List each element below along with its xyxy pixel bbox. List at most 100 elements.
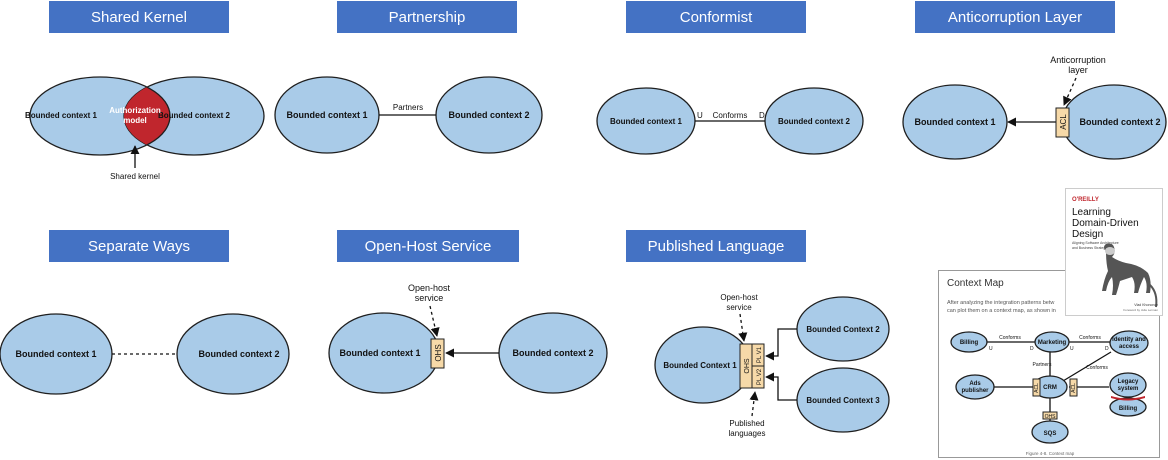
cm-edge-d2: D (1105, 346, 1109, 352)
ohs-bc2-label: Bounded context 2 (512, 348, 593, 358)
acl-box (1055, 107, 1070, 138)
context-map-page: Context Map After analyzing the integrat… (938, 270, 1160, 458)
book-cover: O'REILLY Learning Domain-Driven Design A… (1065, 188, 1163, 316)
cm-node-identity (1109, 330, 1149, 356)
context-map-canvas: Context Map After analyzing the integrat… (947, 278, 1149, 456)
acl-bc2-label: Bounded context 2 (1079, 117, 1160, 127)
pl-pointer-line2: service (726, 303, 752, 312)
context-map-title: Context Map (947, 278, 1004, 289)
pl-box-plv1-label: PL V1 (757, 346, 763, 363)
cm-label-identity-line1: Identity and (1112, 337, 1146, 343)
cm-edge-conforms2: Conforms (1079, 335, 1101, 341)
book-publisher: O'REILLY (1072, 197, 1099, 203)
context-map-caption: Figure 4-8. Context map (1026, 451, 1075, 456)
separate-ways-bc1-label: Bounded context 1 (15, 349, 96, 359)
conformist-downstream-label: D (759, 111, 765, 120)
cm-edge-conforms1: Conforms (999, 335, 1021, 341)
book-cover-canvas: O'REILLY Learning Domain-Driven Design A… (1066, 189, 1162, 315)
cm-node-billing (950, 331, 988, 353)
cm-node-ads (955, 374, 995, 400)
cm-node-marketing (1034, 331, 1070, 353)
cm-edge-u1: U (989, 346, 993, 352)
header-open-host-service: Open-Host Service (337, 230, 519, 262)
header-shared-kernel: Shared Kernel (49, 1, 229, 33)
book-subtitle-line2: and Business Strategy (1072, 246, 1107, 250)
context-map-text-line1: After analyzing the integration patterns… (947, 300, 1054, 306)
shared-kernel-bc1-label: Bounded context 1 (25, 111, 98, 120)
pl-pointer-line1: Open-host (720, 293, 758, 302)
pl-box-plv2 (751, 365, 765, 389)
cm-edge-conforms3: Conforms (1086, 365, 1108, 371)
shared-kernel-overlap (124, 77, 171, 155)
cm-edge-acl1: ACL (1034, 383, 1040, 393)
conformist-diagram: Conforms U D Bounded context 1 Bounded c… (596, 87, 864, 155)
cm-label-marketing: Marketing (1038, 340, 1067, 346)
shared-kernel-bc2-label: Bounded context 2 (158, 111, 231, 120)
partnership-bc1-label: Bounded context 1 (286, 110, 367, 120)
acl-bc1 (902, 84, 1008, 160)
context-map-text-line2: can plot them on a context map, as shown… (947, 308, 1056, 314)
conformist-bc2-label: Bounded context 2 (778, 117, 851, 126)
conformist-upstream-label: U (697, 111, 703, 120)
cm-edge-u2: U (1070, 346, 1074, 352)
partnership-diagram: Partners Bounded context 1 Bounded conte… (274, 76, 543, 154)
pl-box-ohs-label: OHS (744, 358, 751, 374)
pl-bc1-label: Bounded Context 1 (663, 361, 737, 370)
acl-pointer-line1: Anticorruption (1050, 55, 1106, 65)
cm-label-billing: Billing (960, 340, 979, 346)
shared-kernel-center-line1: Authorization (109, 106, 161, 115)
cm-label-identity-line2: access (1119, 344, 1140, 350)
ohs-bc1-label: Bounded context 1 (339, 348, 420, 358)
partnership-bc2-label: Bounded context 2 (448, 110, 529, 120)
acl-bc1-label: Bounded context 1 (914, 117, 995, 127)
cm-node-billing2 (1109, 397, 1147, 417)
book-foreword: Foreword by Julie Lerman (1123, 308, 1158, 312)
separate-ways-bc2 (176, 313, 290, 395)
separate-ways-diagram: Bounded context 1 Bounded context 2 (0, 313, 290, 395)
acl-box-label: ACL (1059, 114, 1068, 130)
pl-bottom-line1: Published (729, 419, 764, 428)
cm-label-billing2: Billing (1119, 406, 1138, 412)
book-title-line3: Design (1072, 229, 1103, 240)
separate-ways-bc2-label: Bounded context 2 (198, 349, 279, 359)
shared-kernel-pointer-label: Shared kernel (110, 172, 160, 181)
cm-label-legacy-line1: Legacy (1118, 379, 1139, 385)
partnership-relation-label: Partners (393, 103, 423, 112)
ohs-box-label: OHS (434, 344, 443, 361)
ohs-pointer-line1: Open-host (408, 283, 451, 293)
cm-edge-ohs: OHS (1045, 414, 1057, 420)
cm-label-legacy-line2: system (1118, 386, 1139, 392)
pl-bc2-label: Bounded Context 2 (806, 325, 880, 334)
ohs-pointer-line2: service (415, 293, 444, 303)
header-anticorruption-layer: Anticorruption Layer (915, 1, 1115, 33)
pl-bc3-label: Bounded Context 3 (806, 396, 880, 405)
pl-bottom-line2: languages (729, 429, 766, 438)
cm-edge-partners: Partners (1033, 362, 1052, 368)
cm-edge-acl2: ACL (1071, 383, 1077, 393)
conformist-bc1-label: Bounded context 1 (610, 117, 683, 126)
cm-label-ads-line1: Ads (969, 381, 981, 387)
book-title-line2: Domain-Driven (1072, 218, 1139, 229)
book-title-line1: Learning (1072, 207, 1111, 218)
acl-pointer-line2: layer (1068, 65, 1088, 75)
cm-edge-d1: D (1030, 346, 1034, 352)
pl-box-plv2-label: PL V2 (757, 368, 763, 385)
header-conformist: Conformist (626, 1, 806, 33)
header-partnership: Partnership (337, 1, 517, 33)
monkey-illustration (1102, 243, 1158, 308)
published-language-diagram: OHS PL V2 PL V1 Open-host service Publis… (654, 293, 890, 438)
cm-label-sqs: SQS (1044, 431, 1057, 437)
header-separate-ways: Separate Ways (49, 230, 229, 262)
cm-label-crm: CRM (1043, 385, 1057, 391)
cm-node-legacy (1109, 372, 1147, 398)
header-published-language: Published Language (626, 230, 806, 262)
shared-kernel-diagram: Bounded context 1 Bounded context 2 Auth… (25, 76, 265, 181)
conformist-relation-label: Conforms (713, 111, 748, 120)
book-subtitle-line1: Aligning Software Architecture (1072, 241, 1119, 245)
cm-label-ads-line2: publisher (961, 388, 989, 394)
ohs-box (430, 338, 445, 369)
book-author: Vlad Khononov (1134, 303, 1158, 307)
cm-node-sqs (1031, 420, 1069, 444)
shared-kernel-center-line2: model (123, 116, 147, 125)
